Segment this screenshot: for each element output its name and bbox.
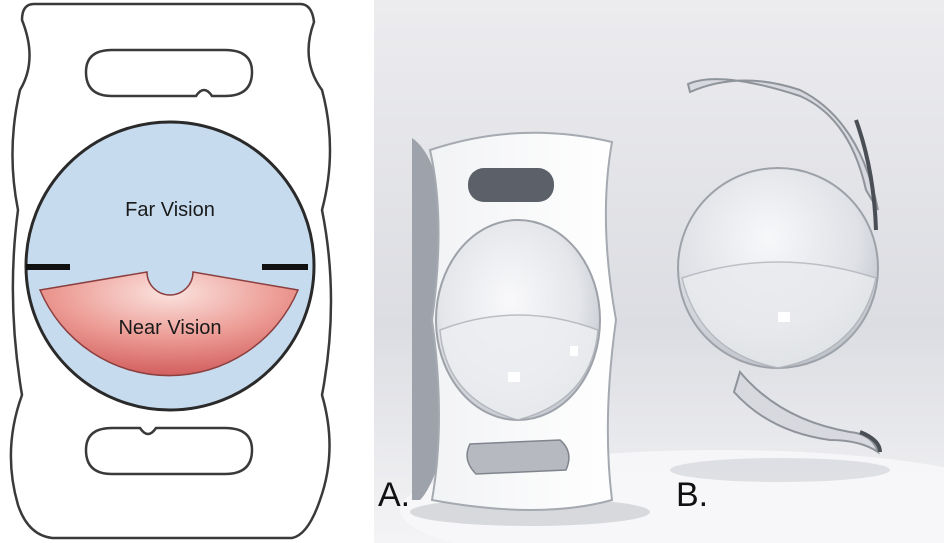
lens-b-upper-haptic-edge [854, 119, 878, 231]
schematic-panel: Far Vision Near Vision [9, 2, 333, 540]
lens-b-shadow [670, 458, 890, 482]
lens-a-reflection [508, 372, 520, 382]
lens-b-upper-haptic [686, 78, 879, 211]
lens-a-bottom-hole [466, 439, 570, 475]
lens-a-plate-edge [412, 138, 440, 500]
lens-b [670, 78, 890, 482]
bottom-positioning-hole [84, 426, 254, 476]
lens-b-lower-haptic-tip [859, 430, 882, 453]
top-positioning-hole [84, 48, 254, 98]
photo-panel: A. B. [374, 0, 944, 543]
near-vision-label: Near Vision [118, 317, 221, 339]
lens-a-top-hole [468, 168, 554, 202]
left-marker-bar [26, 264, 70, 270]
lens-b-reflection [778, 312, 790, 322]
lens-a-near-segment [439, 314, 599, 421]
panel-b-label: B. [676, 476, 708, 514]
far-vision-label: Far Vision [125, 199, 215, 221]
lens-a [410, 131, 650, 526]
lens-a-reflection-small [570, 346, 578, 356]
near-vision-zone [38, 271, 300, 377]
right-marker-bar [262, 264, 308, 270]
panel-a-label: A. [378, 476, 410, 514]
